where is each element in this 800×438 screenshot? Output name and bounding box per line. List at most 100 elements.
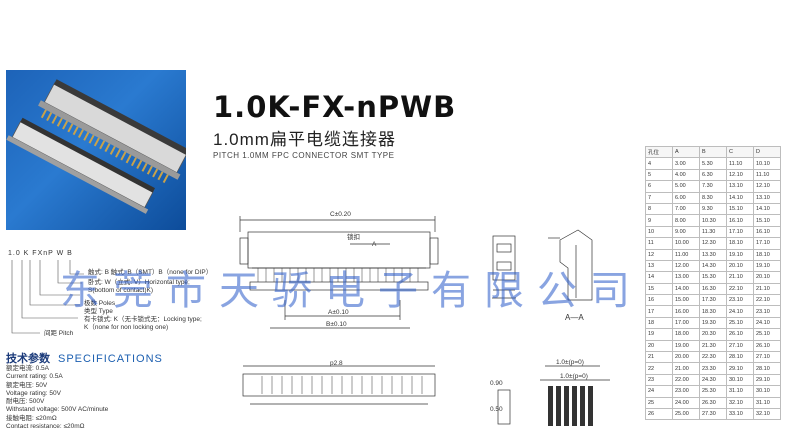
legend-orientation: 卧式: W（立式: V）Horizontal type; [88, 279, 190, 286]
table-cell: 10 [645, 225, 673, 239]
table-cell: 13.10 [726, 180, 754, 193]
table-cell: 17.00 [672, 316, 700, 330]
table-cell: 6 [645, 180, 673, 193]
table-cell: 25 [645, 396, 673, 410]
table-cell: 16.10 [753, 225, 781, 239]
dimension-b-label: B±0.10 [326, 321, 347, 328]
table-cell: 28.10 [753, 362, 781, 375]
table-cell: 24.10 [753, 316, 781, 330]
legend-terminal: 触式: B 触式: B（SMT）B（none for DIP） [88, 269, 213, 276]
table-cell: 21.10 [753, 282, 781, 296]
table-cell: 25.10 [726, 316, 754, 330]
table-cell: 30.10 [726, 373, 754, 387]
table-cell: 13.00 [672, 271, 700, 284]
table-cell: 18.30 [699, 305, 727, 318]
table-cell: 7.30 [699, 180, 727, 193]
table-cell: 23.30 [699, 362, 727, 375]
dimension-c-label: C±0.20 [330, 211, 351, 218]
table-cell: 10.30 [699, 214, 727, 227]
table-cell: 9.00 [672, 225, 700, 239]
pad-dimension-1: 1.0±(p=0) [556, 359, 584, 366]
table-cell: 13.10 [753, 191, 781, 204]
table-cell: 22 [645, 362, 673, 375]
legend-locking-note: K（none for non locking one) [84, 324, 169, 331]
table-cell: 24 [645, 385, 673, 398]
table-header: D [753, 145, 781, 159]
table-cell: 21 [645, 351, 673, 364]
table-cell: 7 [645, 191, 673, 204]
table-cell: 32.10 [753, 407, 781, 421]
table-cell: 10.10 [753, 157, 781, 170]
spec-title-cn: 技术参数 [6, 353, 50, 365]
dimension-a-label: A±0.10 [328, 309, 349, 316]
table-cell: 14 [645, 271, 673, 284]
table-cell: 24.00 [672, 396, 700, 410]
spec-line: 接触电阻: ≤20mΩ [6, 414, 57, 422]
part-code-leader-lines [11, 260, 84, 334]
table-cell: 22.30 [699, 351, 727, 364]
table-cell: 12 [645, 248, 673, 261]
table-cell: 25.10 [753, 328, 781, 341]
small-dimension-2: 0.50 [490, 406, 503, 413]
table-cell: 17.10 [726, 225, 754, 239]
table-cell: 4.00 [672, 168, 700, 182]
table-cell: 31.10 [753, 396, 781, 410]
front-view-outline [242, 373, 436, 397]
table-cell: 22.10 [753, 294, 781, 307]
table-cell: 14.10 [726, 191, 754, 204]
table-cell: 9.30 [699, 202, 727, 216]
table-cell: 27.10 [753, 351, 781, 364]
table-cell: 16 [645, 294, 673, 307]
table-cell: 23.10 [753, 305, 781, 318]
table-cell: 23.00 [672, 385, 700, 398]
table-cell: 4 [645, 157, 673, 170]
table-cell: 22.10 [726, 282, 754, 296]
spec-line: 额定电压: 50V [6, 381, 48, 389]
table-cell: 15 [645, 282, 673, 296]
spec-line: Contact resistance: ≤20mΩ [6, 423, 85, 431]
table-cell: 8.00 [672, 214, 700, 227]
table-cell: 28.10 [726, 351, 754, 364]
table-cell: 15.10 [753, 214, 781, 227]
table-cell: 11.10 [726, 157, 754, 170]
table-cell: 8 [645, 202, 673, 216]
table-cell: 26.10 [753, 339, 781, 353]
pad-dimension-2: 1.0±(p=0) [560, 373, 588, 380]
legend-locking: 有卡锁式: K（无卡锁式无：Locking type; [84, 316, 202, 323]
technical-drawing [239, 216, 610, 426]
table-cell: 15.00 [672, 294, 700, 307]
table-header: C [726, 145, 754, 159]
table-cell: 20.10 [753, 271, 781, 284]
legend-poles: 极数 Poles [84, 300, 116, 307]
legend-pitch: 间距 Pitch [44, 330, 74, 337]
table-cell: 11.10 [753, 168, 781, 182]
table-cell: 16.00 [672, 305, 700, 318]
table-cell: 13 [645, 259, 673, 273]
section-view-outline [559, 229, 593, 301]
table-cell: 32.10 [726, 396, 754, 410]
table-cell: 17.30 [699, 294, 727, 307]
table-cell: 26.10 [726, 328, 754, 341]
table-cell: 11.30 [699, 225, 727, 239]
spec-line: 耐电压: 500V [6, 398, 45, 406]
table-cell: 5 [645, 168, 673, 182]
